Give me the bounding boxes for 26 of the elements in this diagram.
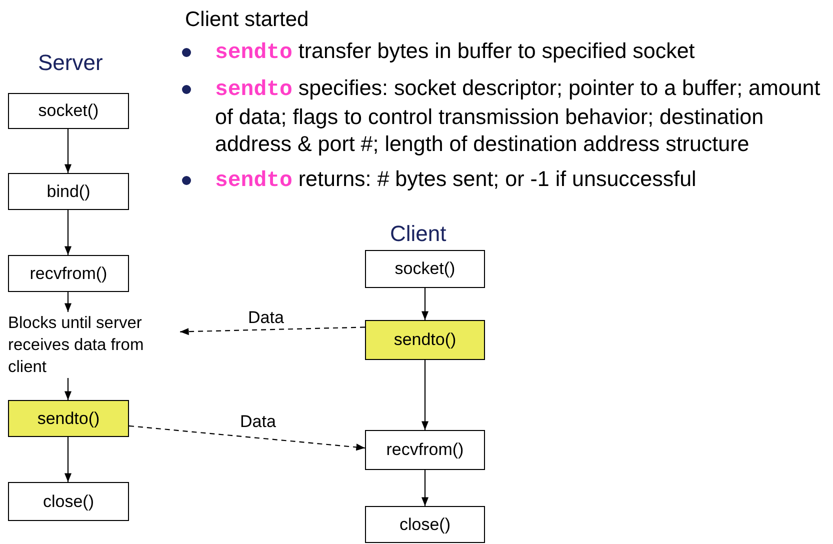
dashed-arrow	[128, 425, 366, 451]
function-box: recvfrom()	[365, 430, 485, 470]
function-box: close()	[8, 482, 129, 521]
function-box: bind()	[8, 173, 129, 210]
arrow	[64, 437, 72, 482]
note-text: Blocks until server receives data from client	[8, 312, 180, 378]
arrow	[64, 129, 72, 173]
bullet-text: sendto specifies: socket descriptor; pointer to a buffer; amount of data; flags to control transmission behavior; destination address & port #; length of destination address structure	[215, 75, 822, 158]
arrow	[421, 360, 429, 430]
highlighted-function-box: sendto()	[365, 320, 485, 360]
function-box: close()	[365, 506, 485, 543]
function-box: socket()	[365, 250, 485, 288]
dashed-arrow	[180, 326, 366, 336]
arrow	[64, 210, 72, 255]
function-box: socket()	[8, 93, 129, 129]
column-heading: Server	[38, 49, 103, 77]
arrow	[64, 378, 72, 400]
arrow	[421, 470, 429, 506]
bullet-text: sendto transfer bytes in buffer to specified socket	[215, 38, 695, 67]
function-box: recvfrom()	[8, 255, 129, 292]
arrow	[421, 288, 429, 320]
highlighted-function-box: sendto()	[8, 400, 129, 437]
arrow	[64, 292, 72, 312]
heading: Client started	[185, 7, 309, 33]
bullet-text: sendto returns: # bytes sent; or -1 if unsuccessful	[215, 166, 696, 195]
column-heading: Client	[390, 220, 446, 248]
